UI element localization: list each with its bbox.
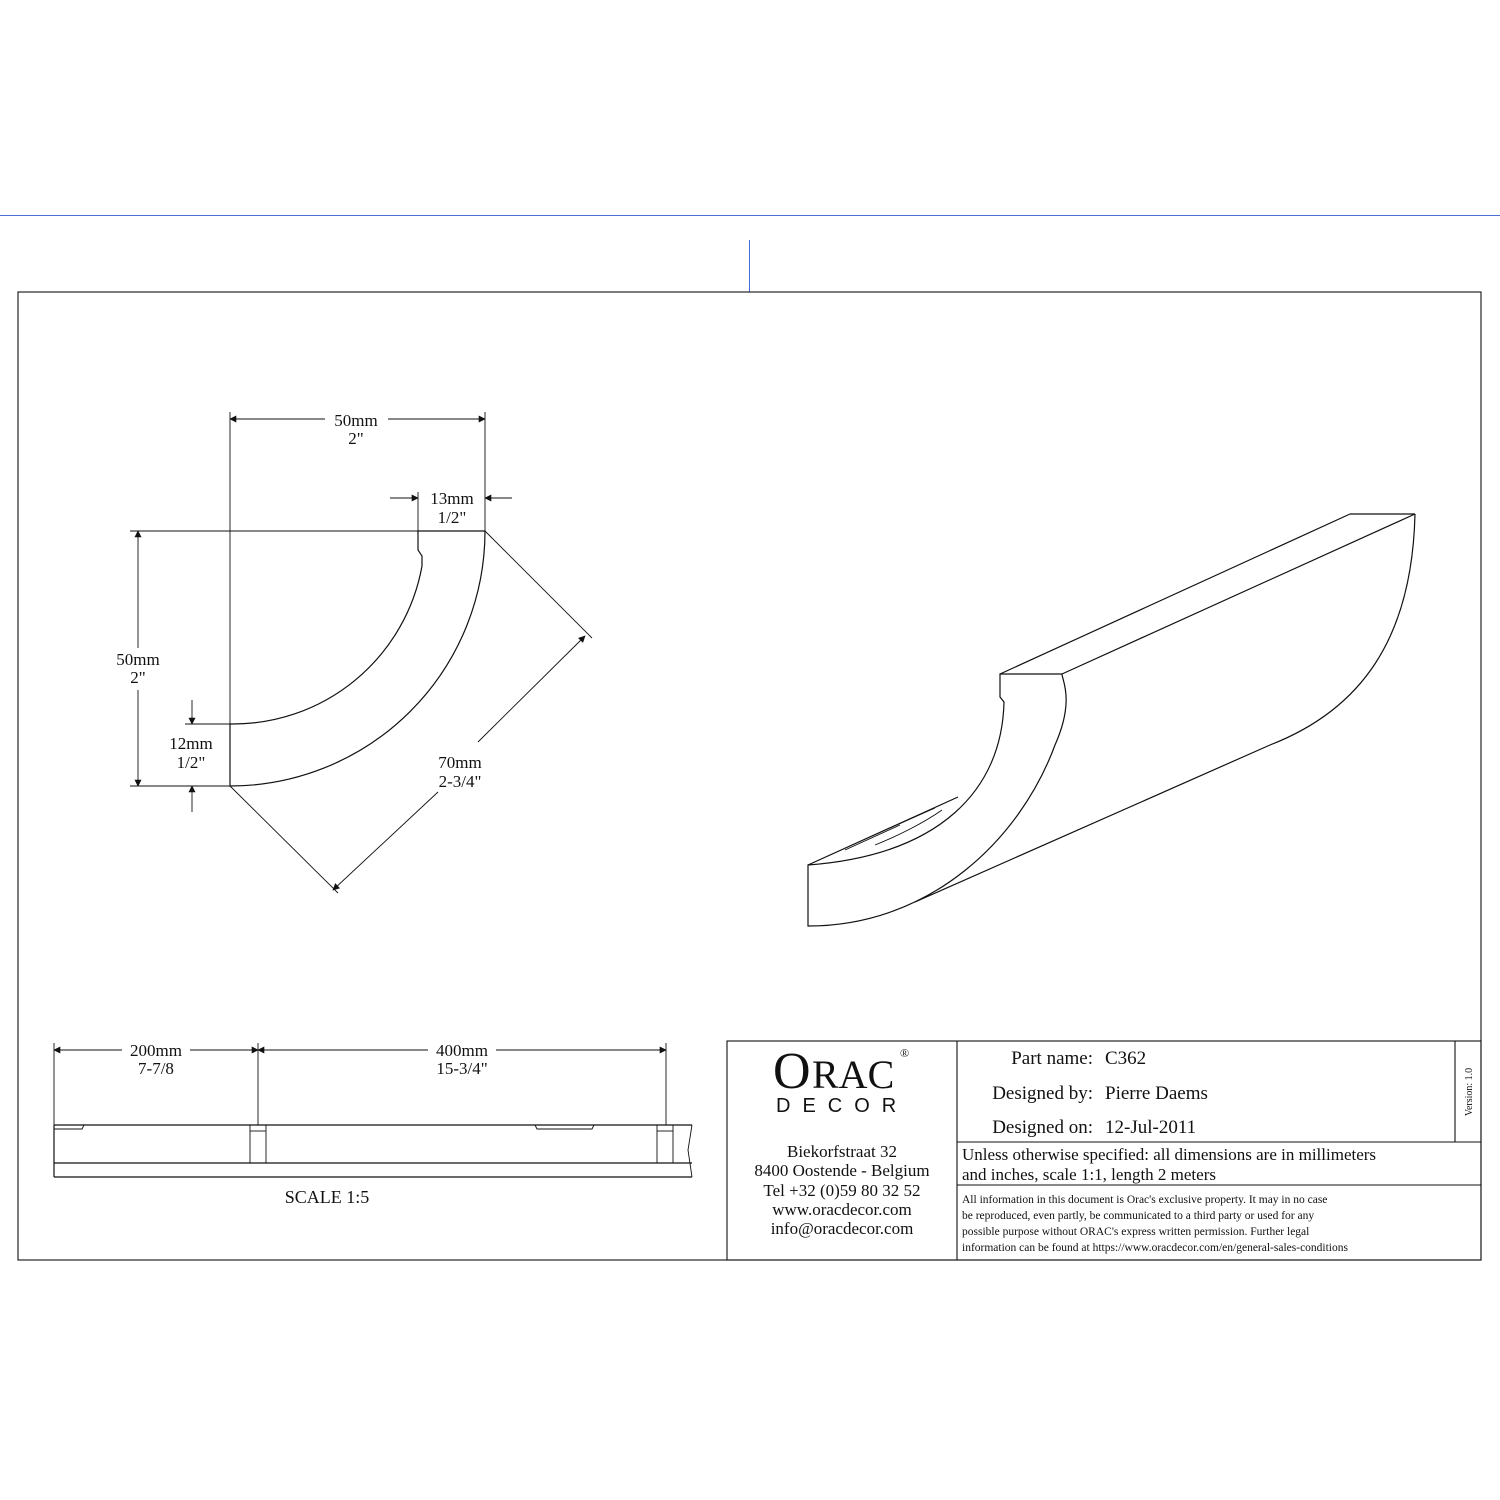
version-label: Version: 1.0: [1464, 1068, 1475, 1116]
side-view: 200mm 7-7/8 400mm 15-3/4" SCALE 1:5: [53, 1041, 693, 1207]
legal-line-2: be reproduced, even partly, be communica…: [962, 1210, 1314, 1222]
profile-outline: [229, 530, 486, 787]
designed-on-label: Designed on:: [992, 1117, 1093, 1138]
legal-line-1: All information in this document is Orac…: [962, 1194, 1327, 1206]
dim-seg1-mm: 200mm: [130, 1041, 182, 1060]
viewer-guide-horizontal: [0, 215, 1500, 216]
logo-orac-rest: RAC: [812, 1052, 894, 1097]
scale-label: SCALE 1:5: [285, 1187, 370, 1207]
dim-seg2-mm: 400mm: [436, 1041, 488, 1060]
designed-by-label: Designed by:: [992, 1083, 1093, 1104]
dim-width-mm: 50mm: [334, 411, 377, 430]
address-phone: Tel +32 (0)59 80 32 52: [763, 1181, 920, 1200]
part-name-label: Part name:: [1011, 1048, 1093, 1069]
address-email: info@oracdecor.com: [771, 1219, 914, 1238]
address-website: www.oracdecor.com: [772, 1200, 912, 1219]
address-city: 8400 Oostende - Belgium: [754, 1161, 929, 1180]
note-line-1: Unless otherwise specified: all dimensio…: [962, 1145, 1376, 1164]
dim-seg1-in: 7-7/8: [138, 1059, 174, 1078]
profile-section: 50mm 2" 13mm 1/2" 50mm 2" 12mm 1/2" 70mm…: [116, 411, 593, 894]
logo-registered: ®: [900, 1046, 909, 1060]
legal-line-3: possible purpose without ORAC's express …: [962, 1226, 1309, 1238]
dim-lip-in: 1/2": [438, 508, 467, 527]
designed-on-value: 12-Jul-2011: [1105, 1117, 1196, 1138]
dim-lip-mm: 13mm: [430, 489, 473, 508]
dim-diagonal-in: 2-3/4": [439, 772, 482, 791]
dim-foot-mm: 12mm: [169, 734, 212, 753]
dim-seg2-in: 15-3/4": [436, 1059, 487, 1078]
title-block: O RAC ® DECOR Biekorfstraat 32 8400 Oost…: [726, 1040, 1482, 1261]
dim-foot-in: 1/2": [177, 753, 206, 772]
sheet-border: [17, 291, 1482, 1261]
dim-width-in: 2": [348, 429, 363, 448]
address-street: Biekorfstraat 32: [787, 1142, 897, 1161]
dim-height-mm: 50mm: [116, 650, 159, 669]
dim-height-in: 2": [130, 668, 145, 687]
dim-diagonal-mm: 70mm: [438, 753, 481, 772]
logo-decor: DECOR: [776, 1095, 908, 1117]
part-name-value: C362: [1105, 1048, 1146, 1069]
legal-line-4: information can be found at https://www.…: [962, 1242, 1349, 1254]
isometric-view: [807, 513, 1416, 927]
designed-by-value: Pierre Daems: [1105, 1083, 1208, 1104]
logo-orac-initial: O: [773, 1043, 811, 1100]
viewer-guide-vertical: [749, 240, 750, 292]
note-line-2: and inches, scale 1:1, length 2 meters: [962, 1165, 1216, 1184]
